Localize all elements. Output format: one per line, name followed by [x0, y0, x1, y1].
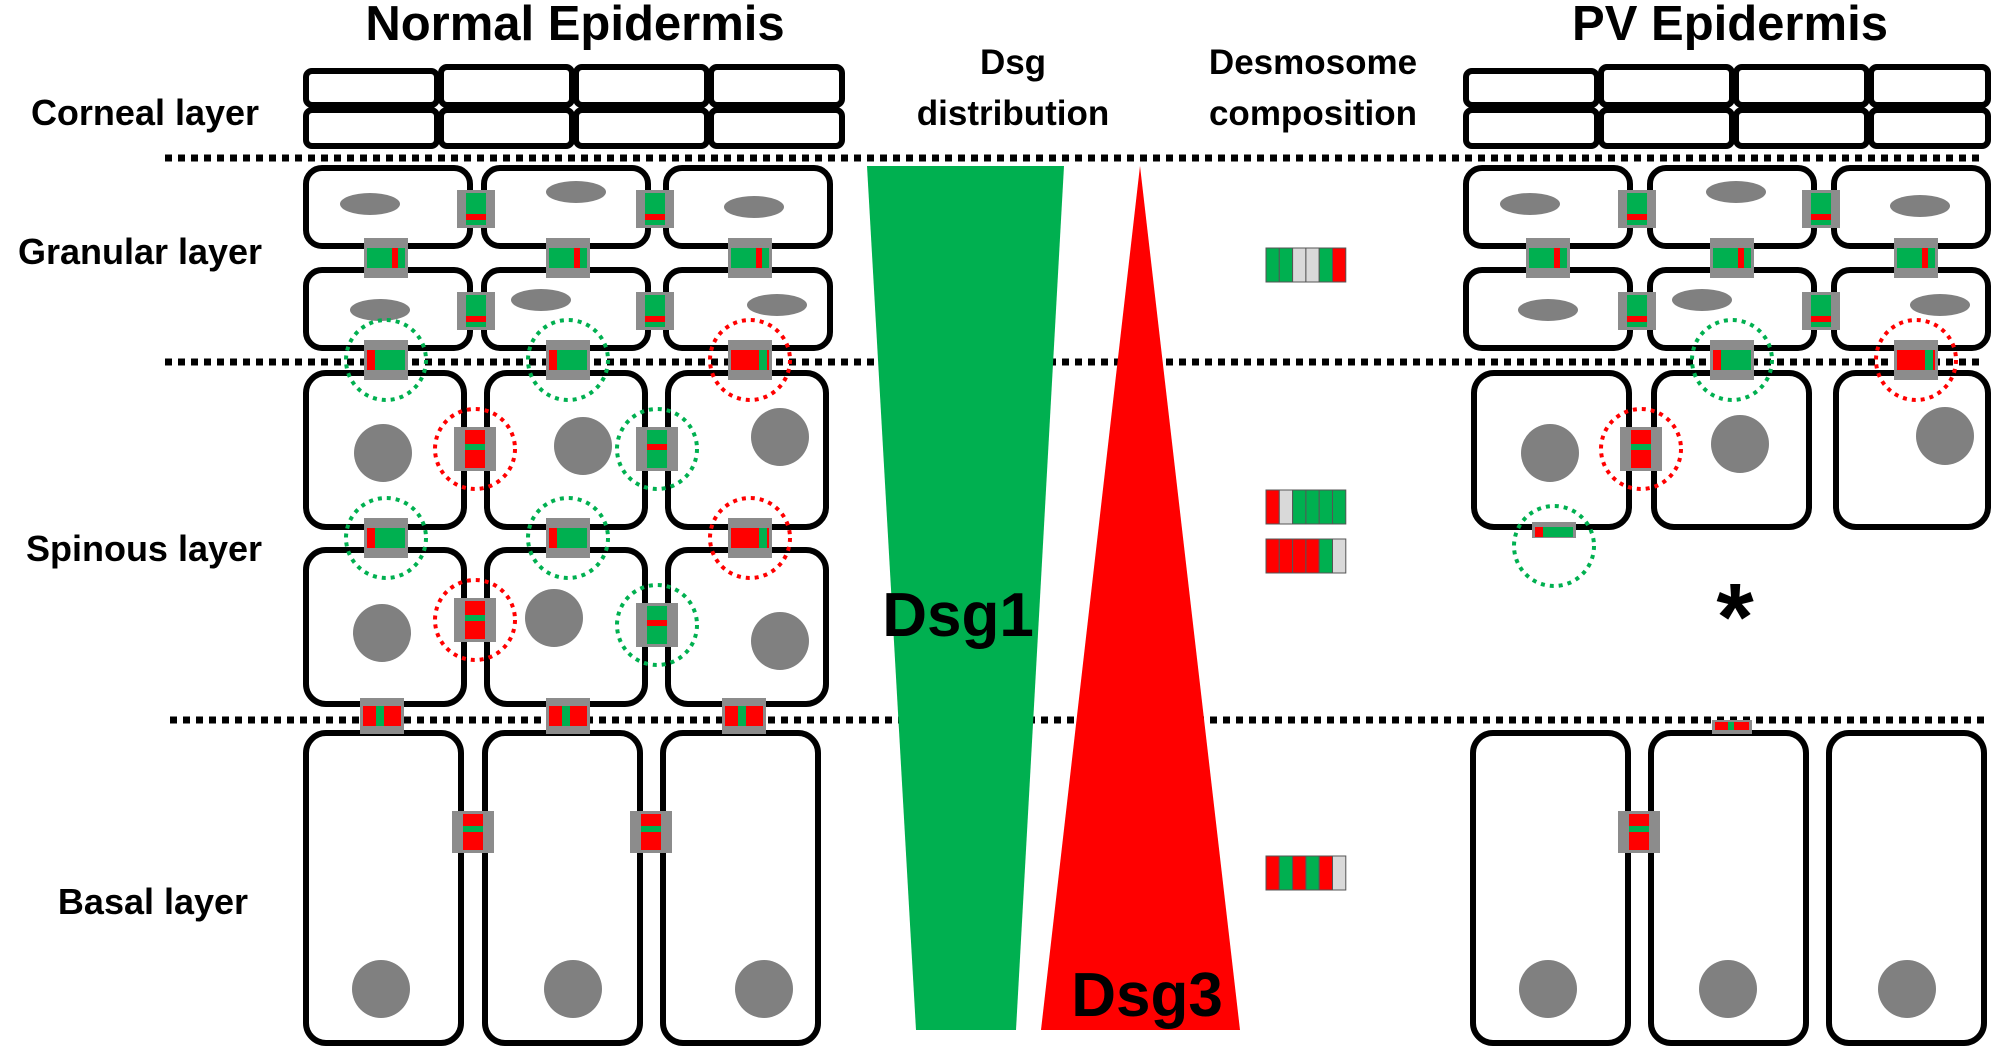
- desmosome: [1526, 238, 1570, 278]
- composition-stripe: [1265, 247, 1280, 283]
- desmosome: [1802, 190, 1840, 228]
- desmosome: [546, 340, 590, 380]
- layer-boundaries: [165, 154, 1985, 724]
- desmosome: [360, 698, 404, 734]
- composition-stripe: [1332, 538, 1347, 574]
- composition-stripe: [1305, 247, 1320, 283]
- desmosome: [636, 427, 678, 471]
- normal-desmosomes: [360, 190, 772, 853]
- desmosome: [1894, 238, 1938, 278]
- desmosome: [728, 238, 772, 278]
- composition-bars: [1265, 247, 1347, 891]
- desmosome: [1618, 292, 1656, 330]
- composition-stripe: [1305, 538, 1320, 574]
- composition-stripe: [1292, 855, 1307, 891]
- desmosome: [1894, 340, 1938, 380]
- composition-stripe: [1278, 538, 1294, 574]
- composition-stripe: [1332, 247, 1347, 283]
- composition-bar-granular: [1265, 247, 1347, 283]
- desmosome-composition-title-line1: Desmosome: [1209, 43, 1417, 82]
- composition-stripe: [1318, 855, 1333, 891]
- composition-stripe: [1305, 489, 1320, 525]
- pv-corneal-layer: [1463, 64, 1991, 149]
- desmosome: [728, 518, 772, 558]
- desmosome: [636, 190, 674, 228]
- desmosome: [1620, 427, 1662, 471]
- desmosome: [457, 292, 495, 330]
- desmosome: [1618, 811, 1660, 853]
- composition-stripe: [1318, 538, 1333, 574]
- composition-bar-lower-spinous: [1265, 538, 1347, 574]
- desmosome: [454, 427, 496, 471]
- desmosome: [364, 238, 408, 278]
- desmosome: [1618, 190, 1656, 228]
- desmosome: [546, 518, 590, 558]
- desmosome: [1802, 292, 1840, 330]
- desmosome: [722, 698, 766, 734]
- desmosome-composition-title-line2: composition: [1209, 94, 1417, 133]
- composition-stripe: [1278, 489, 1294, 525]
- desmosome: [546, 698, 590, 734]
- desmosome: [1710, 340, 1754, 380]
- composition-stripe: [1265, 855, 1280, 891]
- normal-epidermis-title: Normal Epidermis: [365, 0, 784, 51]
- composition-stripe: [1332, 489, 1347, 525]
- detachment-asterisk: *: [1716, 564, 1754, 671]
- desmosome: [636, 292, 674, 330]
- dsg3-label: Dsg3: [1071, 961, 1223, 1030]
- pv-basal-layer: [1470, 730, 1987, 1046]
- composition-stripe: [1332, 855, 1347, 891]
- composition-stripe: [1292, 489, 1307, 525]
- desmosome: [636, 603, 678, 647]
- pv-spinous-layer: [1471, 370, 1991, 530]
- granular-layer-label: Granular layer: [18, 231, 262, 272]
- desmosome: [457, 190, 495, 228]
- spinous-layer-label: Spinous layer: [26, 528, 262, 569]
- pv-junction-highlights: [1512, 318, 1958, 588]
- normal-corneal-layer: [303, 64, 845, 149]
- pv-epidermis-title: PV Epidermis: [1572, 0, 1888, 51]
- composition-bar-upper-spinous: [1265, 489, 1347, 525]
- desmosome: [546, 238, 590, 278]
- composition-stripe: [1265, 489, 1280, 525]
- dsg1-label: Dsg1: [882, 581, 1034, 650]
- dsg3-gradient: [1041, 166, 1240, 1030]
- desmosome: [1712, 720, 1752, 734]
- composition-bar-basal: [1265, 855, 1347, 891]
- desmosome: [452, 811, 494, 853]
- composition-stripe: [1318, 489, 1333, 525]
- desmosome: [1532, 522, 1576, 538]
- normal-basal-layer: [303, 730, 821, 1046]
- desmosome: [364, 340, 408, 380]
- basal-layer-label: Basal layer: [58, 881, 248, 922]
- desmosome: [630, 811, 672, 853]
- composition-stripe: [1292, 538, 1307, 574]
- normal-junction-highlights: [344, 318, 792, 667]
- desmosome: [1710, 238, 1754, 278]
- corneal-layer-label: Corneal layer: [31, 92, 259, 133]
- composition-stripe: [1278, 247, 1294, 283]
- composition-stripe: [1265, 538, 1280, 574]
- dsg-distribution-title-line2: distribution: [917, 94, 1109, 133]
- dsg-distribution-title-line1: Dsg: [980, 43, 1046, 82]
- dsg1-gradient: [867, 166, 1064, 1030]
- composition-stripe: [1305, 855, 1320, 891]
- composition-stripe: [1292, 247, 1307, 283]
- dsg-distribution-gradient: [867, 166, 1240, 1030]
- pv-desmosomes: [1526, 190, 1938, 853]
- composition-stripe: [1278, 855, 1294, 891]
- desmosome: [728, 340, 772, 380]
- composition-stripe: [1318, 247, 1333, 283]
- desmosome: [364, 518, 408, 558]
- desmosome: [454, 598, 496, 642]
